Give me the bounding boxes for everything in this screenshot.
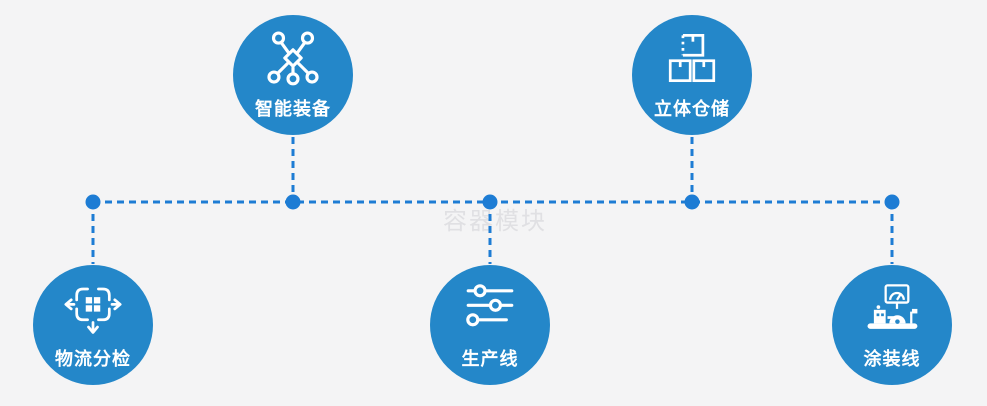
control-station-icon: [863, 279, 921, 337]
node-label: 生产线: [461, 349, 519, 370]
stacked-boxes-icon: [663, 29, 721, 87]
node-label: 涂装线: [863, 349, 921, 370]
node-production-line: 生产线: [430, 265, 550, 385]
junction-dot: [684, 194, 700, 210]
sliders-icon: [461, 279, 519, 337]
node-label: 立体仓储: [654, 99, 730, 120]
node-label: 物流分检: [55, 349, 131, 370]
junction-dot: [85, 194, 101, 210]
node-stereo-warehouse: 立体仓储: [632, 15, 752, 135]
junction-dot: [285, 194, 301, 210]
node-painting-line: 涂装线: [832, 265, 952, 385]
watermark-text: 容器模块: [443, 207, 547, 235]
node-logistics-sorting: 物流分检: [33, 265, 153, 385]
network-nodes-icon: [264, 29, 322, 87]
node-smart-equipment: 智能装备: [233, 15, 353, 135]
node-label: 智能装备: [255, 99, 331, 120]
junction-dot: [884, 194, 900, 210]
sorting-arrows-icon: [64, 279, 122, 337]
junction-dot: [482, 194, 498, 210]
